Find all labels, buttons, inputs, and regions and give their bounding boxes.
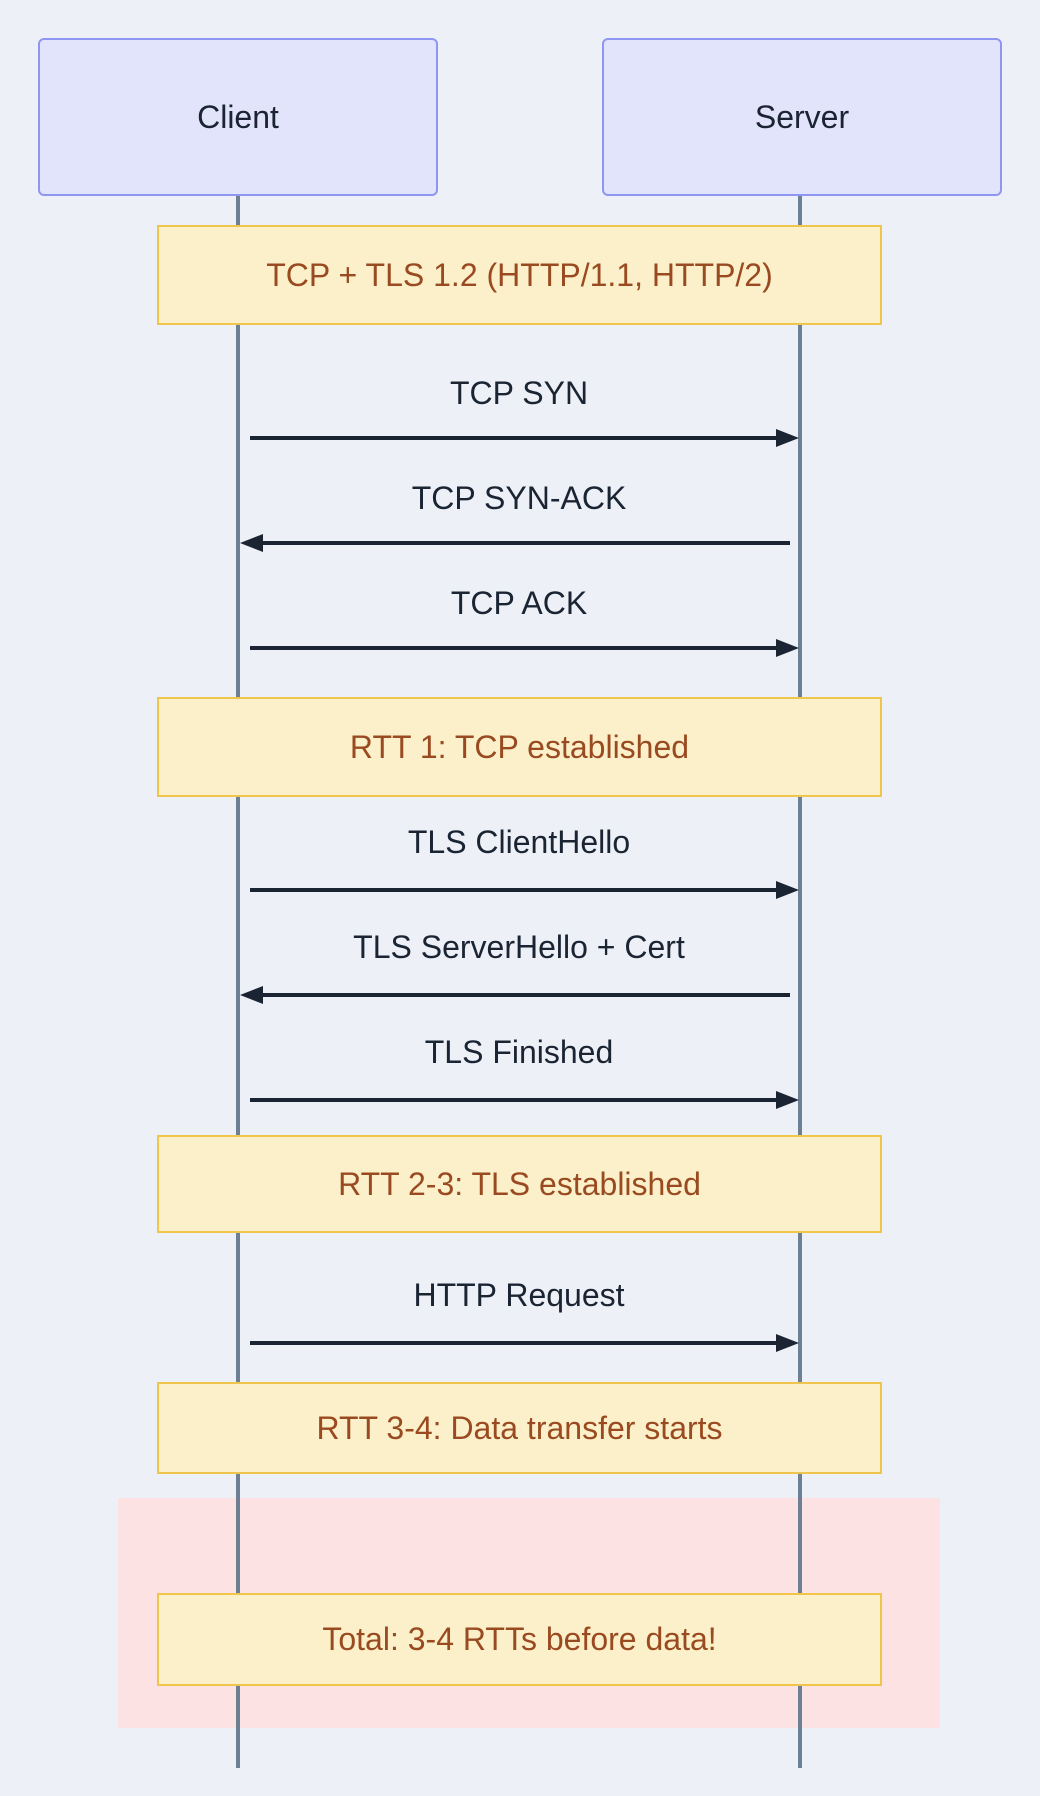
note-protocol: TCP + TLS 1.2 (HTTP/1.1, HTTP/2) (157, 225, 882, 325)
arrowhead-right-icon (776, 881, 799, 899)
message-arrow-tls-finished (250, 1098, 790, 1102)
message-arrow-tcp-syn-ack (250, 541, 790, 545)
arrowhead-right-icon (776, 429, 799, 447)
message-label-tls-finished: TLS Finished (424, 1034, 614, 1070)
arrowhead-left-icon (240, 534, 263, 552)
note-total-label: Total: 3-4 RTTs before data! (322, 1621, 717, 1657)
message-label-http-request: HTTP Request (413, 1277, 625, 1313)
note-total: Total: 3-4 RTTs before data! (157, 1593, 882, 1686)
arrowhead-right-icon (776, 639, 799, 657)
actor-box-client: Client (38, 38, 438, 196)
note-rtt-3-4: RTT 3-4: Data transfer starts (157, 1382, 882, 1474)
message-label-tcp-ack: TCP ACK (450, 585, 588, 621)
note-rtt-3-4-label: RTT 3-4: Data transfer starts (316, 1409, 723, 1446)
message-arrow-tcp-ack (250, 646, 790, 650)
message-label-tcp-syn: TCP SYN (449, 375, 589, 411)
message-label-tls-serverhello: TLS ServerHello + Cert (353, 929, 685, 965)
actor-label-server: Server (754, 98, 850, 135)
message-arrow-tls-clienthello (250, 888, 790, 892)
arrowhead-right-icon (776, 1091, 799, 1109)
message-label-tcp-syn-ack: TCP SYN-ACK (411, 480, 627, 516)
lifeline-client (236, 196, 240, 1768)
note-rtt-1-label: RTT 1: TCP established (349, 728, 690, 765)
lifeline-server (798, 196, 802, 1768)
arrowhead-left-icon (240, 986, 263, 1004)
actor-box-server: Server (602, 38, 1002, 196)
note-rtt-2-3-label: RTT 2-3: TLS established (338, 1165, 701, 1202)
message-arrow-http-request (250, 1341, 790, 1345)
note-rtt-2-3: RTT 2-3: TLS established (157, 1135, 882, 1233)
note-rtt-1: RTT 1: TCP established (157, 697, 882, 797)
message-arrow-tls-serverhello (250, 993, 790, 997)
message-label-tls-clienthello: TLS ClientHello (407, 824, 631, 860)
arrowhead-right-icon (776, 1334, 799, 1352)
message-arrow-tcp-syn (250, 436, 790, 440)
note-protocol-label: TCP + TLS 1.2 (HTTP/1.1, HTTP/2) (266, 256, 773, 293)
actor-label-client: Client (197, 98, 279, 135)
